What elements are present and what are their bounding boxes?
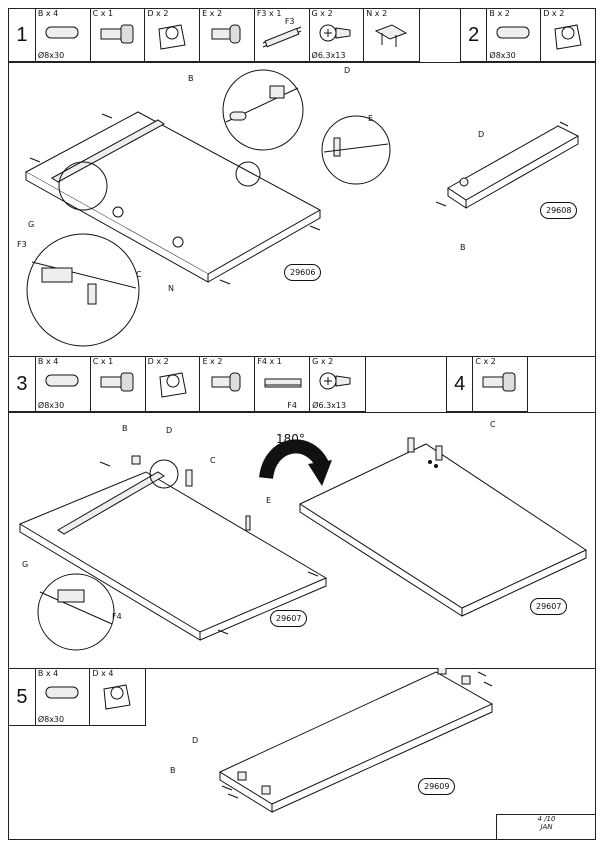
- cam-lock-icon: [103, 684, 131, 710]
- step3-parts-table: 3 B x 4 Ø8x30 C x 1 D x 2 E x 2 F4 x 1 F…: [8, 356, 366, 412]
- bracket-icon: [375, 24, 408, 47]
- part-g: G x 2 Ø6.3x13: [310, 357, 365, 411]
- callout-d: D: [478, 130, 485, 139]
- part-d: D x 2: [146, 357, 201, 411]
- step-number: 5: [9, 669, 36, 725]
- cam-bolt-icon: [482, 372, 516, 392]
- part-d: D x 2: [541, 9, 595, 61]
- step3-drawing: [18, 437, 588, 651]
- dowel-icon: [496, 26, 530, 39]
- cam-lock-icon: [554, 24, 582, 50]
- part-b: B x 4 Ø8x30: [36, 357, 91, 411]
- part-e: E x 2: [200, 357, 256, 411]
- part-c: C x 1: [91, 9, 146, 61]
- divider: [8, 412, 596, 413]
- step-number: 4: [447, 357, 474, 411]
- callout-f4: F4: [112, 612, 122, 621]
- step-number: 3: [9, 357, 36, 411]
- step1-parts-table: 1 B x 4 Ø8x30 C x 1 D x 2 E x 2 F3 x 1 F…: [8, 8, 420, 62]
- pin-icon: [211, 24, 241, 44]
- callout-d: D: [192, 736, 199, 745]
- callout-d: D: [166, 426, 173, 435]
- callout-g: G: [28, 220, 35, 229]
- part-number: 29607: [530, 598, 568, 615]
- cam-bolt-icon: [100, 24, 134, 44]
- part-number: 29609: [418, 778, 456, 795]
- pin-icon: [211, 372, 241, 392]
- part-b: B x 4 Ø8x30: [36, 9, 91, 61]
- callout-g: G: [22, 560, 29, 569]
- part-e: E x 2: [200, 9, 255, 61]
- callout-b: B: [460, 243, 466, 252]
- step2-parts-table: 2 B x 2 Ø8x30 D x 2: [460, 8, 596, 62]
- part-n: N x 2: [364, 9, 419, 61]
- callout-c: C: [210, 456, 216, 465]
- drawer-runner-icon: [262, 26, 302, 48]
- callout-n: N: [168, 284, 174, 293]
- part-number: 29606: [284, 264, 322, 281]
- model-name: JAN: [540, 823, 553, 831]
- step1-drawing: [24, 69, 580, 347]
- cam-bolt-icon: [100, 372, 134, 392]
- page-number: 4 /10: [537, 815, 556, 823]
- divider: [8, 668, 596, 669]
- part-d: D x 2: [145, 9, 201, 61]
- step-number: 1: [9, 9, 36, 61]
- step5-parts-table: 5 B x 4 Ø8x30 D x 4: [8, 668, 146, 726]
- part-number: 29607: [270, 610, 308, 627]
- part-c: C x 2: [473, 357, 527, 411]
- dowel-icon: [45, 26, 79, 39]
- callout-e: E: [368, 114, 374, 123]
- drawer-runner-icon: [264, 378, 302, 388]
- part-b: B x 4 Ø8x30: [36, 669, 91, 725]
- dowel-icon: [45, 686, 79, 699]
- step5-drawing: [218, 668, 494, 813]
- callout-b: B: [122, 424, 128, 433]
- part-f4: F4 x 1 F4: [255, 357, 311, 411]
- part-d: D x 4: [90, 669, 145, 725]
- callout-c: C: [136, 270, 142, 279]
- page-footer: 4 /10 JAN: [496, 814, 596, 840]
- rotation-label: 180°: [276, 432, 305, 446]
- divider: [8, 62, 596, 63]
- callout-f3: F3: [17, 240, 27, 249]
- part-b: B x 2 Ø8x30: [487, 9, 542, 61]
- part-g: G x 2 Ø6.3x13: [310, 9, 365, 61]
- screw-icon: [319, 24, 351, 42]
- step-number: 2: [461, 9, 488, 61]
- callout-b: B: [170, 766, 176, 775]
- dowel-icon: [45, 374, 79, 387]
- cam-lock-icon: [158, 24, 186, 50]
- cam-lock-icon: [159, 372, 187, 398]
- part-c: C x 1: [91, 357, 146, 411]
- step4-parts-table: 4 C x 2: [446, 356, 528, 412]
- callout-d: D: [344, 66, 351, 75]
- callout-e: E: [266, 496, 272, 505]
- part-f3: F3 x 1 F3: [255, 9, 310, 61]
- callout-c: C: [490, 420, 496, 429]
- callout-b: B: [188, 74, 194, 83]
- screw-icon: [319, 372, 351, 390]
- part-number: 29608: [540, 202, 578, 219]
